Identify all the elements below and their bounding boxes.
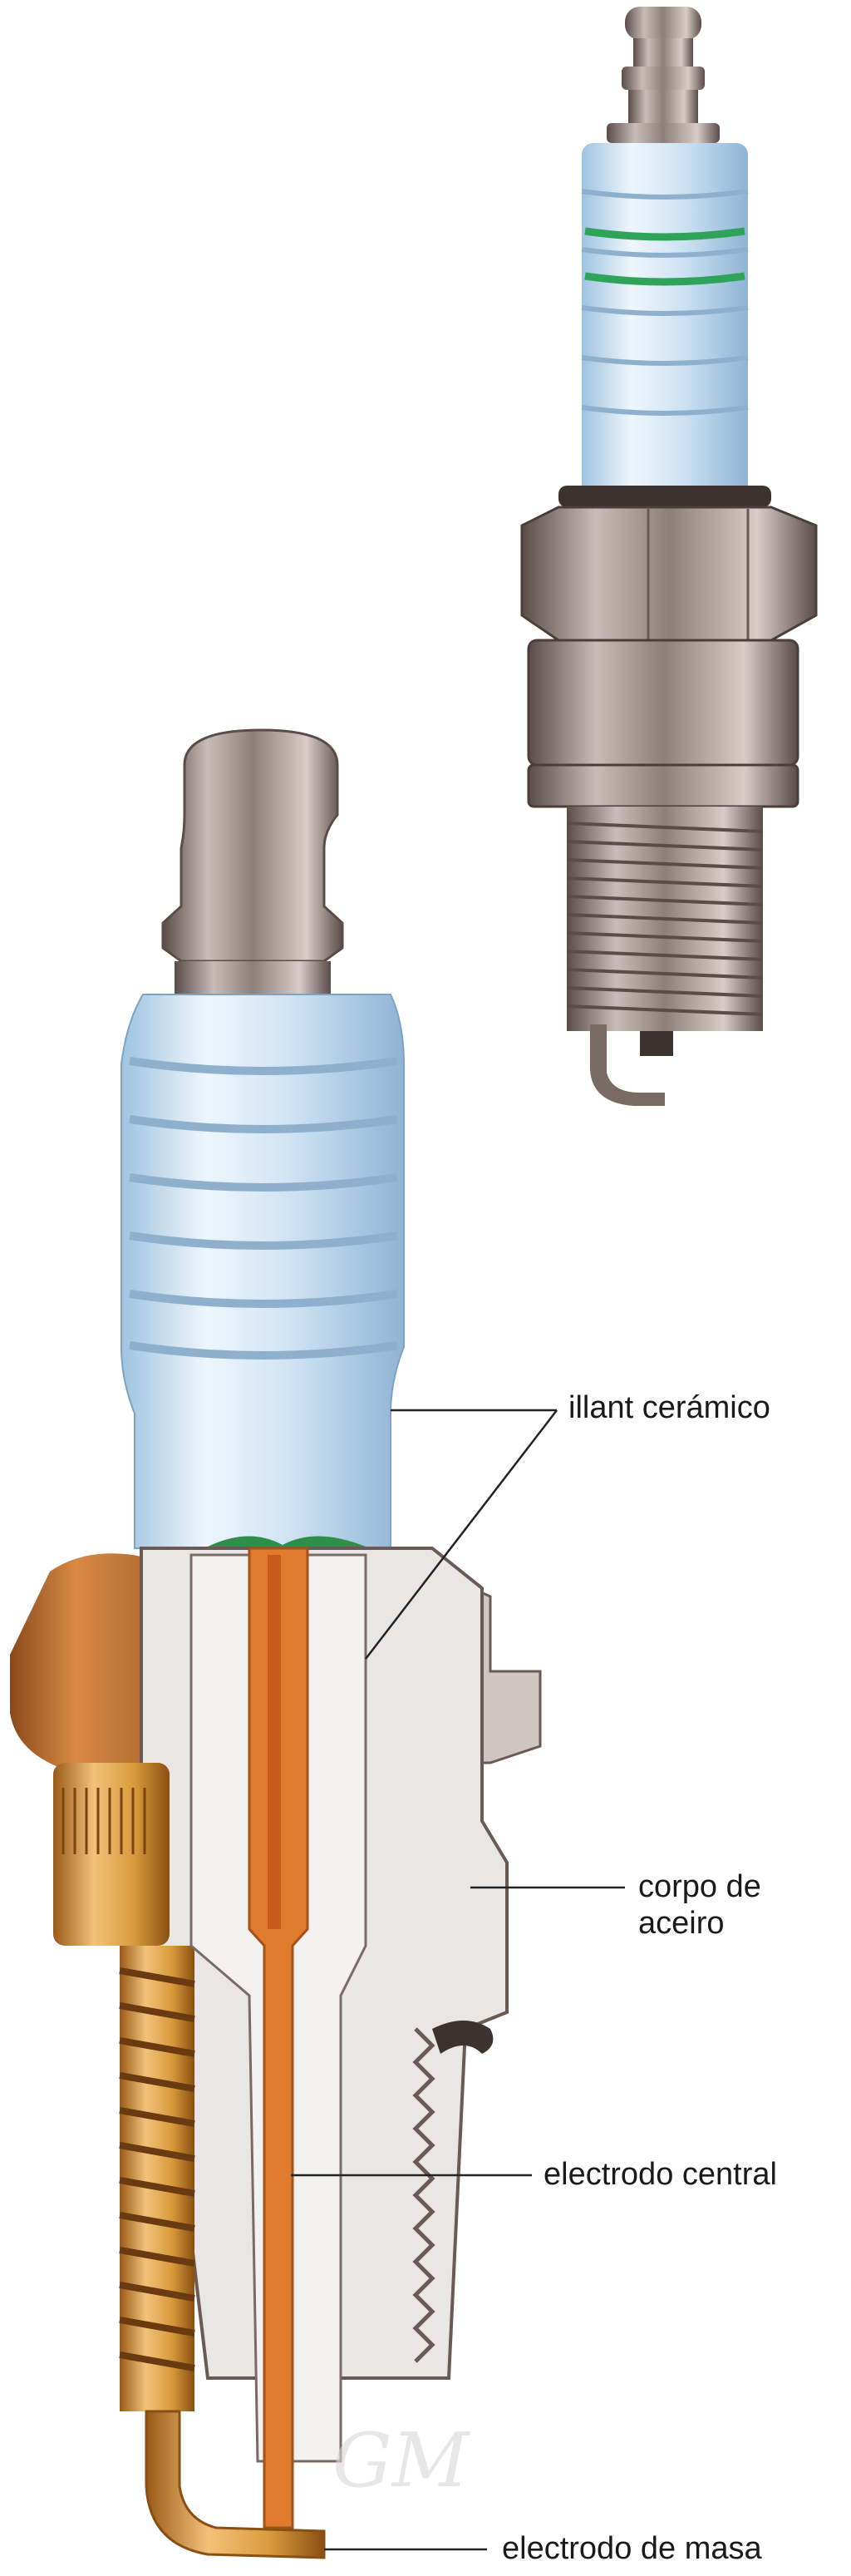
label-center-electrode: electrodo central <box>544 2157 777 2192</box>
ceramic-insulator <box>121 994 405 1549</box>
small-green-bands <box>584 227 745 286</box>
small-ground-electrode <box>590 1024 665 1106</box>
brass-collar <box>53 1763 170 1946</box>
thread-left <box>119 1946 195 2411</box>
small-insulator-ribs <box>581 189 749 416</box>
thread-right <box>412 2027 435 2363</box>
label-body-line2: aceiro <box>638 1906 725 1941</box>
gasket <box>432 2021 494 2054</box>
insulator-ribs <box>129 1057 398 1360</box>
small-spark-plug <box>520 7 818 1106</box>
watermark: GM <box>332 2417 470 2504</box>
label-insulator: illant cerámico <box>568 1390 770 1425</box>
leader-insulator-diag <box>365 1409 558 1660</box>
small-body <box>527 639 799 767</box>
ground-electrode <box>145 2410 326 2559</box>
terminal-nut <box>161 728 344 963</box>
label-body-line1: corpo de <box>638 1869 761 1904</box>
leader-lines <box>291 1409 625 2551</box>
hex-nut-left <box>10 1553 175 1771</box>
small-hex-nut <box>520 506 818 642</box>
center-electrode <box>248 1547 309 2529</box>
large-spark-plug: GM <box>10 728 542 2559</box>
small-terminal <box>625 7 701 40</box>
label-ground-electrode: electrodo de masa <box>502 2531 762 2566</box>
